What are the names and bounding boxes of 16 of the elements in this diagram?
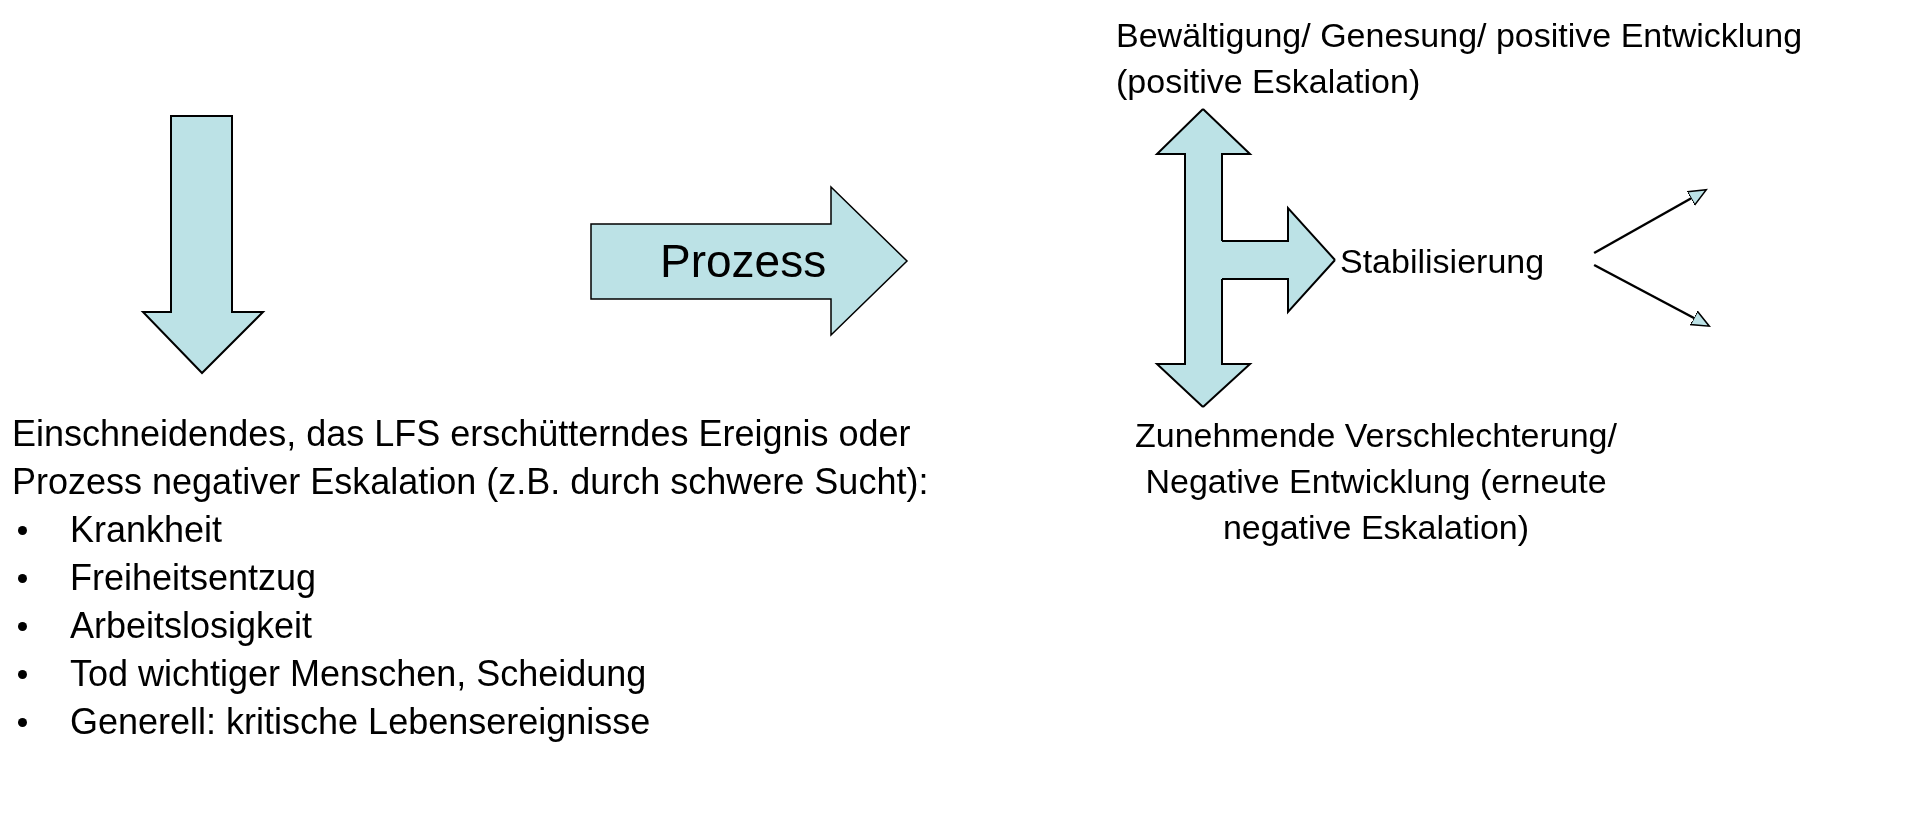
arrow-label: Prozess [660, 234, 827, 288]
list-item: Generell: kritische Lebensereignisse [70, 700, 651, 744]
list-item: Arbeitslosigkeit [70, 604, 313, 648]
outcome-text: Bewältigung/ Genesung/ positive Entwicklung (positive Eskalation) [1116, 15, 1804, 102]
list-item: Krankheit [70, 508, 223, 552]
description-text: Einschneidendes, das LFS erschütterndes Ereignis oder Prozess negativer Eskalation (z.B. durch schwere Sucht): [12, 412, 930, 504]
list-item: Freiheitsentzug [70, 556, 317, 600]
block-arrow [1154, 278, 1253, 409]
block-arrow [1221, 205, 1337, 315]
outcome-text: Zunehmende Verschlechterung/ Negative Entwicklung (erneute negative Eskalation) [1134, 415, 1618, 548]
list-item: Tod wichtiger Menschen, Scheidung [70, 652, 647, 696]
arrow [1593, 263, 1711, 327]
block-arrow [140, 115, 266, 375]
outcome-text: Stabilisierung [1340, 241, 1545, 282]
arrow [1593, 189, 1708, 255]
block-arrow [1154, 107, 1253, 280]
